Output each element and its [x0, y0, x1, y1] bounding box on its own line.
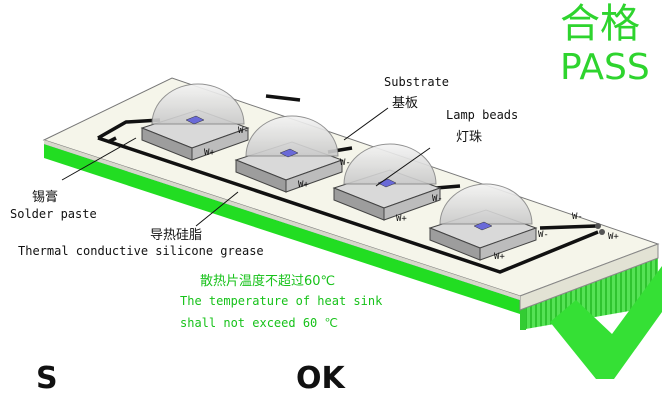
- bottom-text-left: S: [36, 361, 58, 396]
- thermal-grease-label-cn: 导热硅脂: [150, 228, 203, 243]
- lamp-beads-label-en: Lamp beads: [446, 108, 519, 122]
- lamp-beads-label-cn: 灯珠: [456, 130, 483, 145]
- check-icon: [550, 266, 662, 379]
- pin-label-minus: W-: [340, 158, 351, 168]
- pin-label-minus: W-: [238, 126, 249, 136]
- led-bead: [428, 183, 538, 261]
- connector-dot: [599, 229, 605, 235]
- thermal-grease-label-en: Thermal conductive silicone grease: [18, 244, 264, 258]
- pass-label-cn: 合格: [560, 1, 640, 47]
- heat-sink-note-cn: 散热片温度不超过60℃: [200, 274, 336, 289]
- leader-lines: [61, 107, 431, 227]
- pin-label-plus: W+: [608, 232, 619, 242]
- circuit-traces: [97, 94, 599, 274]
- substrate-label-cn: 基板: [392, 96, 419, 111]
- solder-paste-label-cn: 锡膏: [32, 190, 59, 205]
- pin-label-minus: W-: [432, 194, 443, 204]
- heat-sink-note-en-line1: The temperature of heat sink: [180, 294, 383, 308]
- pass-label-en: PASS: [560, 47, 650, 88]
- led-strip-illustration: [42, 77, 662, 379]
- bottom-text-right: OK: [296, 361, 345, 396]
- heat-sink-note-en-line2: shall not exceed 60 ℃: [180, 316, 338, 330]
- led-bead: [234, 115, 344, 193]
- pin-label-plus: W+: [298, 180, 309, 190]
- pin-label-plus: W+: [494, 252, 505, 262]
- pin-label-minus: W-: [538, 230, 549, 240]
- pin-label-plus: W+: [396, 214, 407, 224]
- pin-label-minus: W-: [572, 212, 583, 222]
- led-bead: [140, 83, 250, 161]
- substrate-label-en: Substrate: [384, 75, 450, 89]
- solder-paste-label-en: Solder paste: [10, 207, 97, 221]
- connector-dot: [595, 223, 601, 229]
- pin-label-plus: W+: [204, 148, 215, 158]
- led-bead: [332, 143, 442, 221]
